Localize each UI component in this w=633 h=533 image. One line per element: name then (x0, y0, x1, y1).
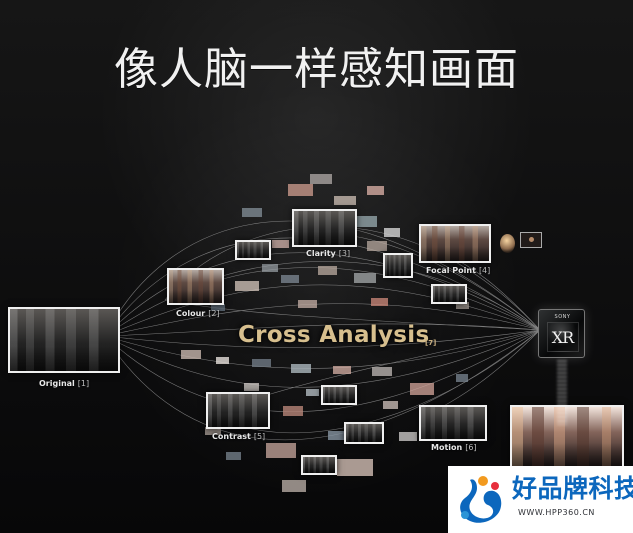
focal-point-image-thumbnail (419, 224, 491, 263)
feature-card (383, 401, 398, 409)
feature-card (410, 383, 434, 395)
slide-title: 像人脑一样感知画面 (114, 44, 519, 95)
feature-card (244, 383, 259, 391)
colour-reference: [2] (208, 309, 220, 318)
feature-card (266, 443, 296, 458)
colour-label: Colour[2] (176, 309, 220, 319)
connection-line (164, 299, 541, 331)
colour-label-text: Colour (176, 309, 206, 318)
watermark-title: 好品牌科技网 (512, 474, 633, 503)
analysis-thumbnail (431, 284, 467, 304)
motion-reference: [6] (465, 443, 477, 452)
logo-dot-blue (461, 511, 469, 519)
connection-line (104, 237, 541, 337)
analysis-thumbnail (235, 240, 271, 260)
logo-dot-orange (478, 476, 488, 486)
feature-card (252, 359, 271, 367)
feature-card (283, 406, 303, 416)
feature-card (337, 459, 373, 476)
processed-output-image (510, 405, 624, 469)
feature-card (355, 216, 377, 227)
connection-line (104, 220, 541, 337)
analysis-thumbnail (301, 455, 337, 475)
contrast-reference: [5] (253, 432, 266, 441)
clarity-label-text: Clarity (306, 249, 336, 258)
focal-point-label: Focal Point[4] (426, 266, 490, 276)
contrast-image-thumbnail (206, 392, 270, 429)
connection-line (104, 323, 541, 337)
mini-feature-cards (181, 174, 469, 492)
processor-mark: XR (551, 328, 574, 347)
logo-dot-red (491, 482, 499, 490)
site-watermark: 好品牌科技网 WWW.HPP360.CN (448, 466, 633, 533)
feature-card (235, 281, 259, 291)
focal-point-label-text: Focal Point (426, 266, 476, 275)
feature-card (281, 275, 299, 283)
feature-card (328, 431, 346, 440)
small-preview-screen (520, 232, 542, 248)
analysis-thumbnail (383, 253, 413, 278)
clarity-image-thumbnail (292, 209, 357, 247)
feature-card (456, 374, 468, 382)
original-label-text: Original (39, 379, 75, 388)
logo-swirl (460, 479, 502, 523)
motion-label-text: Motion (431, 443, 463, 452)
connection-line (104, 329, 541, 388)
contrast-label: Contrast[5] (212, 432, 265, 442)
feature-card (242, 208, 262, 217)
connection-line (104, 303, 541, 337)
feature-card (291, 364, 311, 373)
feature-card (371, 298, 388, 306)
original-image-thumbnail (8, 307, 120, 373)
feature-card (306, 389, 319, 396)
feature-card (384, 228, 400, 237)
feature-card (367, 186, 384, 195)
sony-xr-chip-icon: SONY XR (538, 309, 585, 358)
motion-label: Motion[6] (431, 443, 477, 453)
feature-card (272, 240, 289, 248)
feature-card (262, 264, 278, 272)
cross-analysis-reference: [7] (425, 339, 437, 347)
feature-card (298, 300, 317, 308)
feature-card (367, 241, 387, 251)
watermark-url: WWW.HPP360.CN (518, 508, 595, 517)
connection-line (104, 329, 541, 412)
contrast-label-text: Contrast (212, 432, 251, 441)
feature-card (282, 480, 306, 492)
processor-light-beam (557, 360, 567, 425)
glowing-head-icon (500, 234, 515, 253)
analysis-thumbnail (344, 422, 384, 444)
colour-image-thumbnail (167, 268, 224, 305)
hpp-logo-icon (460, 476, 502, 523)
feature-card (226, 452, 241, 460)
feature-card (334, 196, 356, 205)
feature-card (354, 273, 376, 283)
feature-card (318, 266, 337, 275)
connection-line (104, 329, 541, 348)
feature-card (211, 304, 225, 311)
feature-card (372, 367, 392, 376)
feature-card (216, 357, 229, 364)
motion-image-thumbnail (419, 405, 487, 441)
cross-analysis-title: Cross Analysis (238, 322, 430, 348)
feature-card (333, 366, 351, 374)
analysis-thumbnail (321, 385, 357, 405)
clarity-reference: [3] (338, 249, 351, 258)
original-reference: [1] (77, 379, 90, 388)
feature-card (181, 350, 201, 359)
feature-card (310, 174, 332, 184)
feature-card (205, 427, 221, 435)
feature-card (399, 432, 417, 441)
processor-brand: SONY (554, 314, 571, 320)
original-label: Original[1] (39, 379, 89, 389)
clarity-label: Clarity[3] (306, 249, 350, 259)
focal-point-reference: [4] (478, 266, 491, 275)
feature-card (288, 184, 313, 196)
feature-card (456, 302, 469, 309)
